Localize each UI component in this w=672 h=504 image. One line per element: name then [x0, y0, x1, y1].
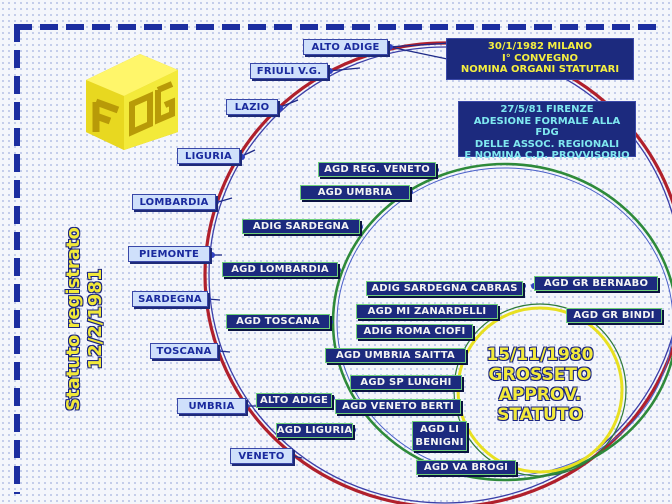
note-firenze: 27/5/81 FIRENZE ADESIONE FORMALE ALLA FD… [458, 101, 636, 161]
middle-circle-inner-stroke [336, 167, 672, 477]
center-event-date: 15/11/1980 [486, 345, 594, 365]
note-milano-line1: 30/1/1982 MILANO [487, 41, 593, 52]
assoc-agd-va-brogi: AGD VA BROGI [416, 460, 516, 475]
region-veneto: VENETO [230, 448, 293, 464]
connectors [207, 42, 453, 459]
assoc-agd-li-benigni: AGD LI BENIGNI [412, 421, 467, 451]
outer-circle-inner-stroke [208, 46, 672, 504]
region-lazio: LAZIO [226, 99, 278, 115]
side-caption-line2: 12/2/1981 [85, 268, 106, 370]
assoc-adig-sardegna-cabras: ADIG SARDEGNA CABRAS [366, 281, 523, 296]
assoc-agd-mi-zanardelli: AGD MI ZANARDELLI [356, 304, 498, 319]
assoc-agd-lombardia: AGD LOMBARDIA [222, 262, 338, 277]
assoc-agd-gr-bindi: AGD GR BINDI [566, 308, 662, 323]
assoc-agd-toscana: AGD TOSCANA [226, 314, 330, 329]
center-event-place: GROSSETO [488, 365, 592, 385]
note-firenze-line3: DELLE ASSOC. REGIONALI [474, 138, 620, 150]
region-friuli: FRIULI V.G. [250, 63, 328, 79]
note-milano-line2: I° CONVEGNO [501, 52, 579, 64]
center-event-line3: APPROV. [498, 385, 582, 405]
side-caption-statuto: Statuto registrato 12/2/1981 [63, 224, 111, 414]
assoc-agd-veneto-berti: AGD VENETO BERTI [335, 399, 461, 414]
fdg-logo [86, 54, 178, 150]
assoc-agd-sp-lunghi: AGD SP LUNGHI [350, 375, 462, 390]
note-firenze-line2: ADESIONE FORMALE ALLA FDG [473, 115, 621, 139]
assoc-alto-adige: ALTO ADIGE [256, 393, 332, 408]
assoc-agd-liguria: AGD LIGURIA [276, 423, 353, 438]
region-piemonte: PIEMONTE [128, 246, 210, 262]
center-event-grosseto: 15/11/1980 GROSSETO APPROV. STATUTO [470, 345, 610, 425]
assoc-adig-sardegna: ADIG SARDEGNA [242, 219, 360, 234]
side-caption-line1: Statuto registrato [63, 227, 84, 411]
region-umbria: UMBRIA [177, 398, 246, 414]
note-firenze-line1: 27/5/81 FIRENZE [500, 104, 594, 115]
inner-circle-outer-stroke [453, 303, 627, 477]
region-toscana: TOSCANA [150, 343, 218, 359]
region-liguria: LIGURIA [177, 148, 240, 164]
assoc-agd-umbria-saitta: AGD UMBRIA SAITTA [325, 348, 466, 363]
assoc-agd-gr-bernabo: AGD GR BERNABO [534, 276, 658, 291]
inner-circle [456, 306, 624, 474]
note-milano-line3: NOMINA ORGANI STATUTARI [460, 64, 620, 75]
region-alto-adige: ALTO ADIGE [303, 39, 388, 55]
assoc-agd-reg-veneto: AGD REG. VENETO [318, 162, 436, 177]
region-sardegna: SARDEGNA [132, 291, 208, 307]
assoc-agd-umbria: AGD UMBRIA [300, 185, 410, 200]
frame-top-border [14, 24, 664, 30]
frame-left-border [14, 24, 20, 494]
region-lombardia: LOMBARDIA [132, 194, 216, 210]
note-firenze-line4: E NOMINA C.D. PROVVISORIO [464, 150, 630, 161]
note-milano: 30/1/1982 MILANO I° CONVEGNO NOMINA ORGA… [446, 38, 634, 80]
center-event-line4: STATUTO [497, 405, 583, 425]
assoc-adig-roma-ciofi: ADIG ROMA CIOFI [356, 324, 473, 339]
